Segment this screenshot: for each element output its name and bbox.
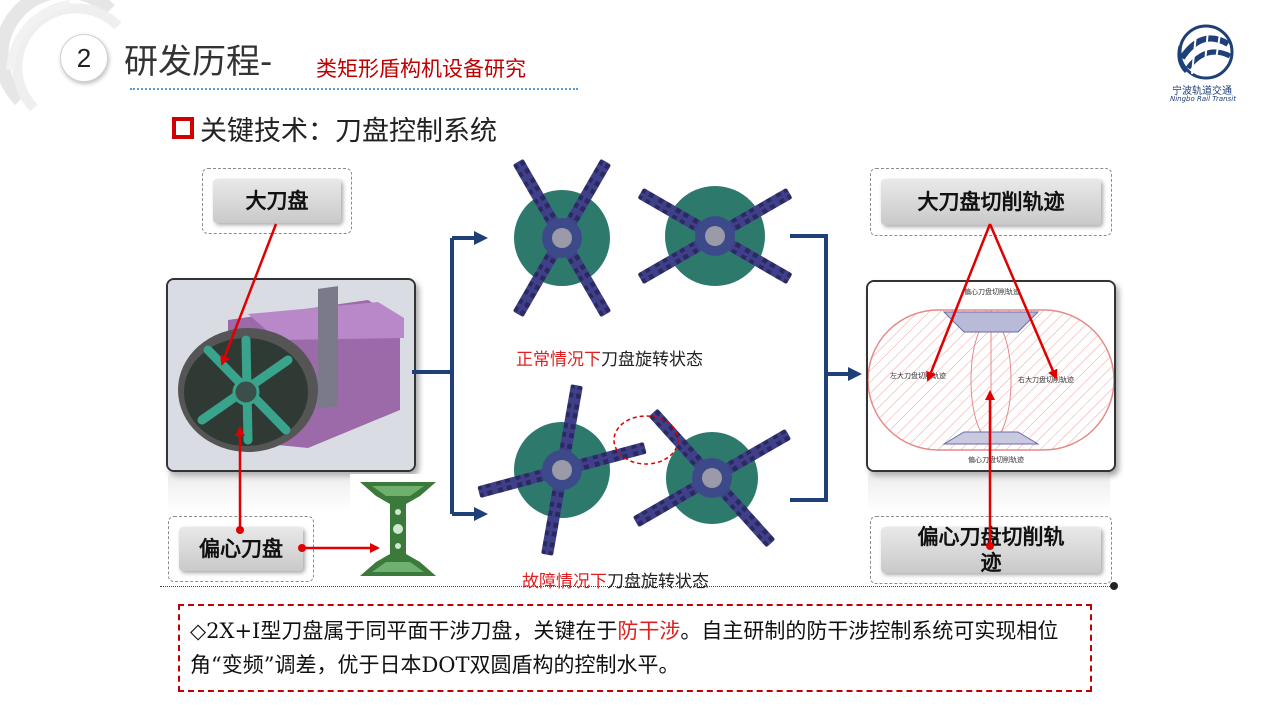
trajectory-bottom-label: 偏心刀盘切削轨迹 <box>968 455 1024 464</box>
flow-bracket-right <box>790 234 862 502</box>
eccentric-cutterhead-image <box>350 474 446 584</box>
summary-note-part2: 。自主研制的防干涉控制系统可实现相位角“变频”调差，优于日本DOT双圆盾构的控制… <box>190 619 1059 677</box>
cutterhead-normal-left <box>513 159 611 317</box>
summary-note-part1: ◇2X+I型刀盘属于同平面干涉刀盘，关键在于 <box>190 619 618 643</box>
ningbo-rail-logo-icon <box>1177 24 1234 80</box>
caption-normal-state: 正常情况下刀盘旋转状态 <box>516 345 703 370</box>
trajectory-left-label: 左大刀盘切削轨迹 <box>890 371 946 380</box>
label-eccentric-trajectory-line2: 迹 <box>980 551 1002 575</box>
label-large-trajectory-text: 大刀盘切削轨迹 <box>881 179 1101 225</box>
red-arrows <box>220 223 1058 553</box>
caption-normal-highlight: 正常情况下 <box>516 350 601 370</box>
summary-note-highlight: 防干涉 <box>617 619 681 643</box>
logo-english-text: Ningbo Rail Transit <box>1170 95 1236 103</box>
caption-normal-text: 刀盘旋转状态 <box>601 350 703 370</box>
title-separator: - <box>260 42 273 82</box>
cutterhead-fault-right <box>633 409 791 547</box>
bullet-square-icon <box>172 117 194 139</box>
heading-text: 关键技术：刀盘控制系统 <box>200 115 497 147</box>
caption-fault-highlight: 故障情况下 <box>522 572 607 592</box>
eccentric-cutterhead-drawing <box>360 482 436 576</box>
shield-machine-drawing <box>168 280 414 470</box>
red-arrow-tails <box>236 526 994 552</box>
interference-highlight-circle <box>613 415 679 465</box>
cutterhead-normal-right <box>638 186 792 286</box>
divider-end-dot <box>1110 582 1118 590</box>
title-underline <box>130 88 578 90</box>
section-heading: 关键技术：刀盘控制系统 <box>172 110 497 147</box>
label-eccentric-cutterhead: 偏心刀盘 <box>168 516 314 582</box>
summary-note-text: ◇2X+I型刀盘属于同平面干涉刀盘，关键在于防干涉。自主研制的防干涉控制系统可实… <box>190 614 1082 682</box>
label-large-trajectory: 大刀盘切削轨迹 <box>870 168 1112 236</box>
slide-subtitle: 类矩形盾构机设备研究 <box>316 57 526 81</box>
slide-title-text: 研发历程 <box>124 42 260 82</box>
caption-fault-state: 故障情况下刀盘旋转状态 <box>522 567 709 592</box>
label-large-cutterhead-text: 大刀盘 <box>213 179 341 223</box>
label-large-cutterhead: 大刀盘 <box>202 168 352 234</box>
corner-swirl-decoration <box>0 0 122 112</box>
flow-bracket-left <box>412 231 488 521</box>
summary-note-box: ◇2X+I型刀盘属于同平面干涉刀盘，关键在于防干涉。自主研制的防干涉控制系统可实… <box>178 604 1092 692</box>
cutterhead-fault-left <box>477 384 647 556</box>
trajectory-top-label: 偏心刀盘切削轨迹 <box>964 287 1020 296</box>
slide-title: 研发历程- <box>124 42 272 82</box>
shield-machine-image <box>166 278 416 472</box>
caption-fault-text: 刀盘旋转状态 <box>607 572 709 592</box>
label-eccentric-cutterhead-text: 偏心刀盘 <box>179 527 303 571</box>
logo-chinese-text: 宁波轨道交通 <box>1172 86 1232 97</box>
section-number: 2 <box>60 34 108 82</box>
bottom-divider <box>160 586 1112 587</box>
trajectory-right-label: 右大刀盘切削轨迹 <box>1018 375 1074 384</box>
